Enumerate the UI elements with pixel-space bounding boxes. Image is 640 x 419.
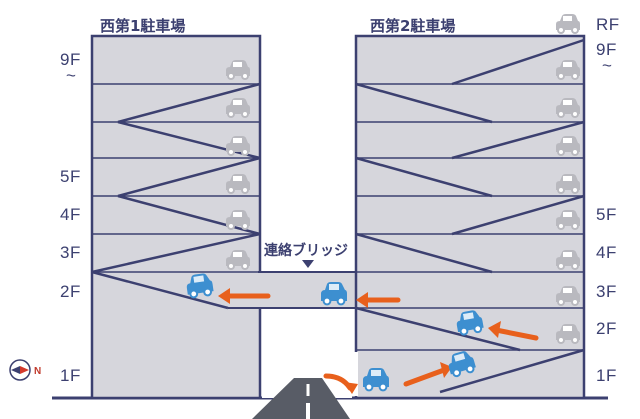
parked-car-icon: [226, 174, 250, 194]
parked-cars: [226, 14, 580, 344]
parked-car-icon: [556, 324, 580, 344]
floor-label-rf-right: RF: [596, 15, 620, 34]
floor-label-4f-left: 4F: [60, 205, 81, 224]
floor-label-2f-right: 2F: [596, 319, 617, 338]
parked-car-icon: [556, 210, 580, 230]
parked-car-icon: [226, 136, 250, 156]
floor-label-3f-left: 3F: [60, 243, 81, 262]
parked-car-icon: [226, 210, 250, 230]
parked-car-icon: [226, 60, 250, 80]
parked-car-icon: [556, 250, 580, 270]
building-2-title: 西第2駐車場: [370, 17, 456, 35]
floor-label-9f-left: 9F: [60, 50, 81, 69]
floor-label-5f-right: 5F: [596, 205, 617, 224]
floor-label-9f-right: 9F: [596, 40, 617, 59]
floor-label-2f-left: 2F: [60, 282, 81, 301]
parked-car-icon: [556, 98, 580, 118]
floor-label-4f-right: 4F: [596, 243, 617, 262]
parked-car-icon: [556, 136, 580, 156]
parked-car-icon: [556, 60, 580, 80]
parked-car-icon: [226, 250, 250, 270]
parked-car-icon: [556, 286, 580, 306]
floor-label-1f-left: 1F: [60, 366, 81, 385]
floor-label-5f-left: 5F: [60, 167, 81, 186]
moving-car-icon: [363, 368, 389, 392]
traffic-arrows: [223, 293, 539, 391]
moving-car-icon: [321, 282, 347, 306]
bridge-pointer-icon: [302, 260, 314, 268]
moving-car-icon: [448, 351, 476, 378]
floor-range-tilde-right: ~: [602, 56, 613, 75]
building-west-1: [90, 34, 262, 400]
moving-car-icon: [456, 310, 484, 336]
building-west-2: [352, 34, 586, 400]
moving-car-icon: [186, 273, 214, 299]
building-1-title: 西第1駐車場: [100, 17, 186, 35]
floor-label-3f-right: 3F: [596, 282, 617, 301]
compass-north-label: N: [34, 366, 42, 377]
compass-icon: [9, 359, 31, 381]
parked-car-icon: [556, 14, 580, 34]
parked-car-icon: [556, 174, 580, 194]
entrance-road: [252, 378, 350, 419]
floor-range-tilde-left: ~: [66, 66, 77, 85]
parked-car-icon: [226, 98, 250, 118]
moving-cars: [186, 273, 484, 392]
bridge-label: 連絡ブリッジ: [264, 243, 348, 259]
floor-label-1f-right: 1F: [596, 366, 617, 385]
